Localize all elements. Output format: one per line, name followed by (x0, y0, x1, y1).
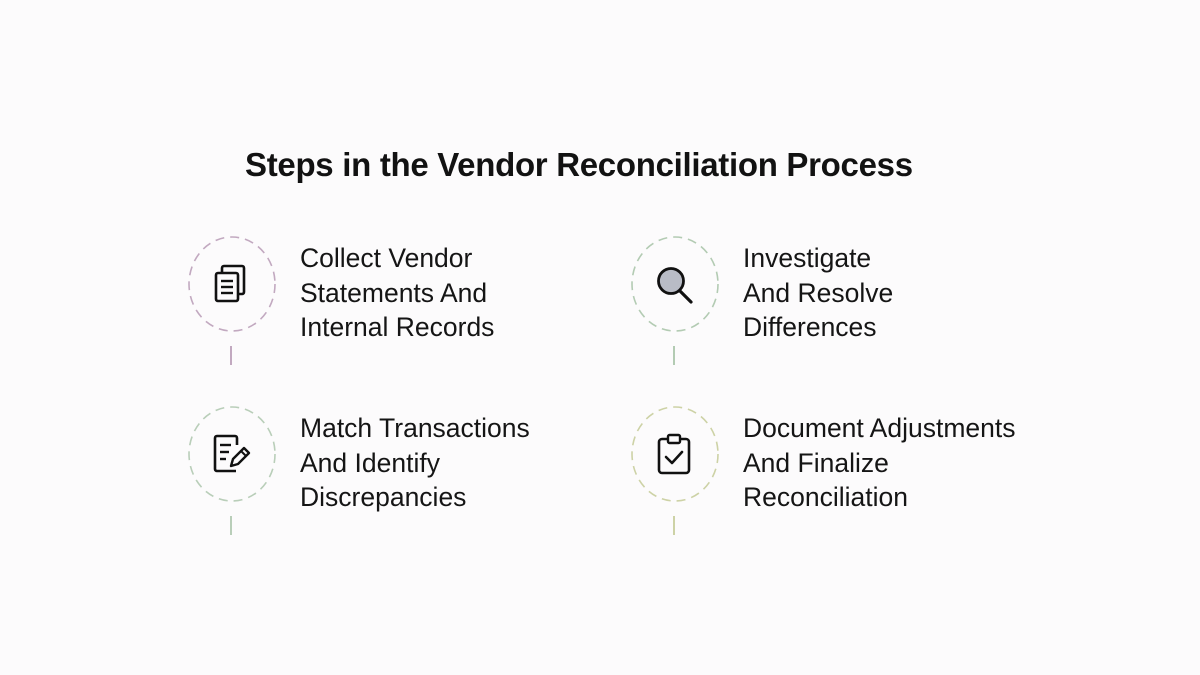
step-connector-tick (230, 516, 232, 535)
documents-icon (214, 264, 246, 303)
step-connector-tick (673, 346, 675, 365)
magnifier-icon (657, 267, 693, 304)
step-collect-records: Collect Vendor Statements And Internal R… (187, 235, 607, 365)
step-label: Collect Vendor Statements And Internal R… (300, 243, 495, 342)
clipboard-check-icon (657, 433, 691, 475)
step-label: Match Transactions And Identify Discrepa… (300, 413, 530, 512)
step-icon-ring (630, 235, 720, 333)
step-connector-tick (673, 516, 675, 535)
step-label: Investigate And Resolve Differences (743, 243, 894, 342)
step-icon-ring (187, 235, 277, 333)
step-label: Document Adjustments And Finalize Reconc… (743, 413, 1016, 512)
step-connector-tick (230, 346, 232, 365)
step-icon-ring (630, 405, 720, 503)
step-investigate-differences: Investigate And Resolve Differences (630, 235, 1050, 365)
step-finalize-reconciliation: Document Adjustments And Finalize Reconc… (630, 405, 1050, 535)
page-title: Steps in the Vendor Reconciliation Proce… (245, 146, 913, 183)
step-match-transactions: Match Transactions And Identify Discrepa… (187, 405, 607, 535)
edit-document-icon (213, 434, 251, 473)
step-icon-ring (187, 405, 277, 503)
